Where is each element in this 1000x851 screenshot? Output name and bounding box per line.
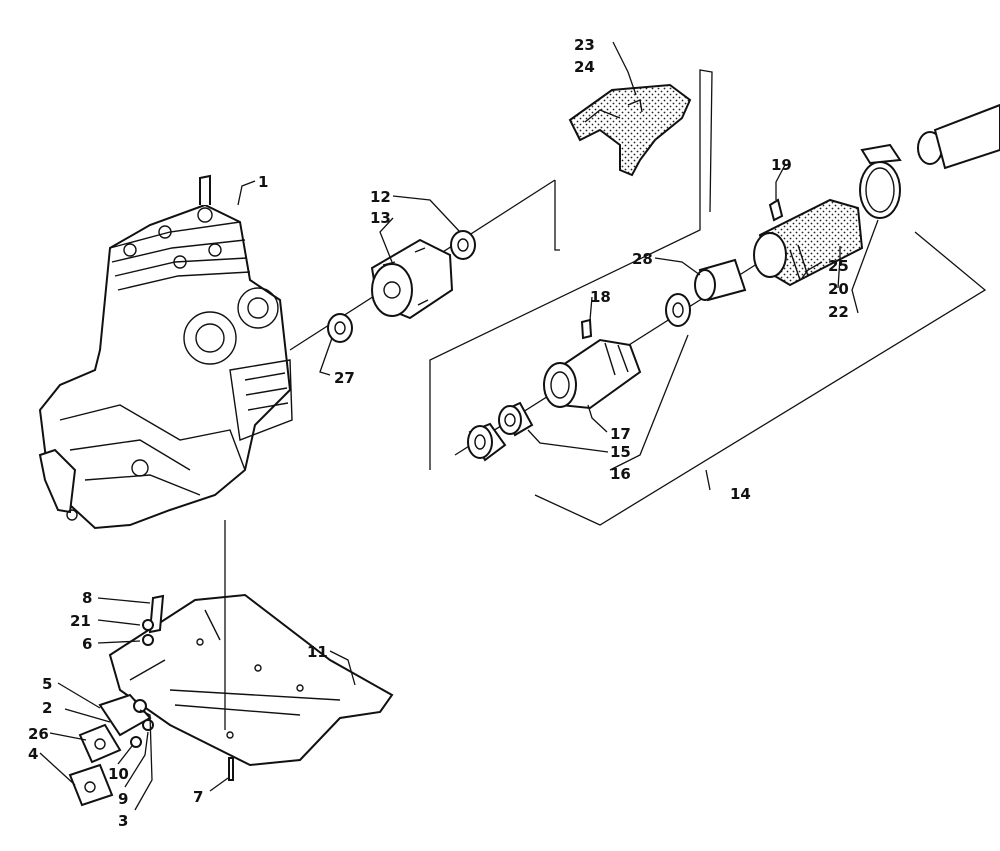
callout-23: 23 [574,36,595,54]
callout-16: 16 [610,465,631,483]
callout-19: 19 [771,156,792,174]
callout-27: 27 [334,369,355,387]
leader-lines [39,41,879,811]
callout-22: 22 [828,303,849,321]
callout-12: 12 [370,188,391,206]
callout-15: 15 [610,443,631,461]
callout-10: 10 [108,765,129,783]
callout-17: 17 [610,425,631,443]
callout-2: 2 [42,699,52,717]
shield-drawing [568,83,692,177]
callout-13: 13 [370,209,391,227]
callout-18: 18 [590,288,611,306]
callout-25: 25 [828,257,849,275]
callout-4: 4 [28,745,38,763]
jackshaft-assembly-drawing [429,69,1000,526]
callout-9: 9 [118,790,128,808]
callout-8: 8 [82,589,92,607]
mount-plate-drawing [68,520,394,807]
callout-3: 3 [118,812,128,830]
callout-21: 21 [70,612,91,630]
callout-20: 20 [828,280,849,298]
callout-6: 6 [82,635,92,653]
callout-1: 1 [258,173,268,191]
callout-26: 26 [28,725,49,743]
coupler-drawing [289,179,560,351]
callout-5: 5 [42,675,52,693]
callout-7: 7 [193,788,203,806]
callout-11: 11 [307,643,328,661]
engine-drawing [38,174,293,530]
callout-24: 24 [574,58,595,76]
callout-14: 14 [730,485,751,503]
callout-28: 28 [632,250,653,268]
